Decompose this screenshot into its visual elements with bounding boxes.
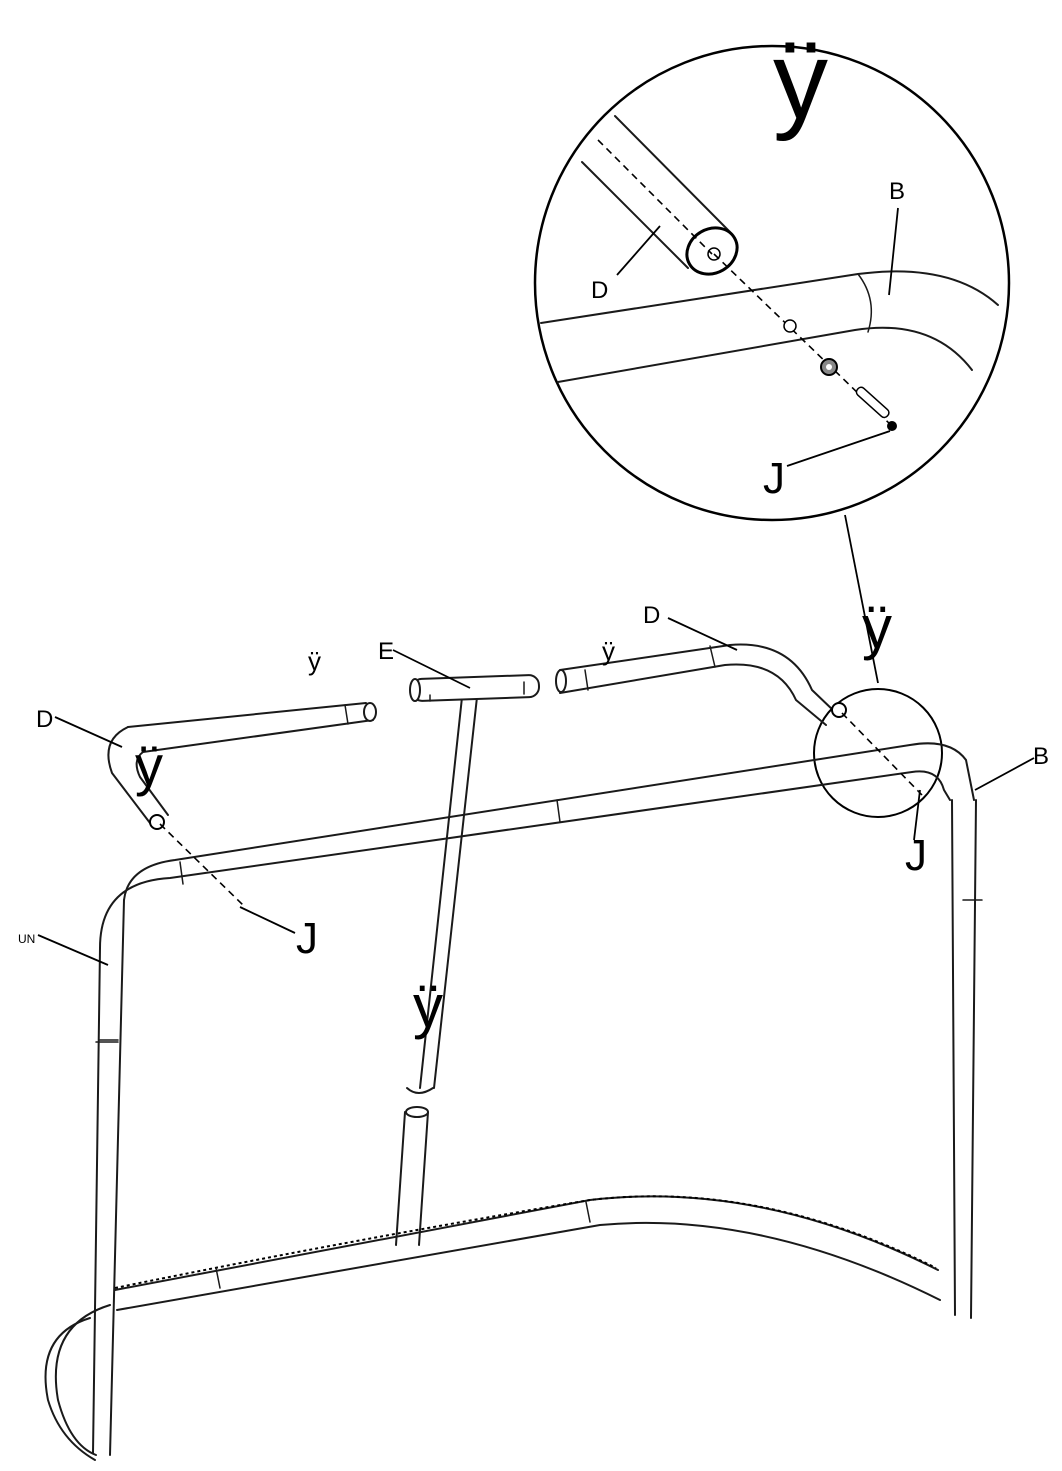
label-step-right-tube: ÿ (602, 636, 615, 666)
detail-tube-d (581, 161, 689, 269)
label-a-left: UN (18, 932, 35, 946)
label-e-center: E (378, 638, 394, 665)
label-j-left: J (296, 914, 318, 963)
label-d-right: D (643, 602, 660, 629)
detail-crossbar-tube (540, 270, 999, 324)
label-step-connector: ÿ (862, 594, 892, 661)
label-d-detail: D (591, 277, 608, 304)
label-j-right: J (905, 831, 927, 880)
label-step-left-upper: ÿ (135, 734, 163, 797)
label-d-left: D (36, 706, 53, 733)
loose-parts (107, 643, 923, 908)
label-step-center-post: ÿ (413, 973, 443, 1040)
label-j-detail: J (763, 454, 785, 503)
detail-crossbar-tube-lower (557, 326, 973, 383)
label-b-detail: B (889, 178, 905, 205)
magnifier-connector (844, 514, 879, 684)
label-b-right: B (1033, 743, 1049, 770)
detail-magnifier (533, 44, 1011, 522)
focus-circle (813, 688, 943, 818)
goal-frame (44, 687, 983, 1461)
label-step-left-tube: ÿ (308, 646, 321, 676)
label-step-detail: ÿ (773, 19, 828, 142)
